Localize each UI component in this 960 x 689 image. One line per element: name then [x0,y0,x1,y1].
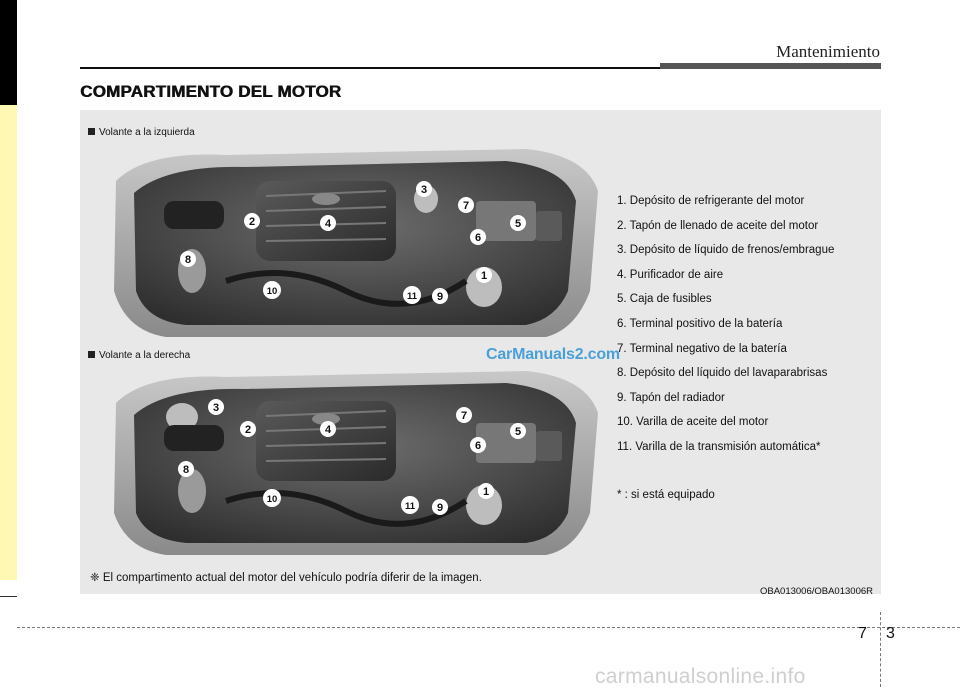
legend-item: 8. Depósito del líquido del lavaparabris… [617,367,828,380]
equipped-footnote: * : si está equipado [617,489,715,501]
legend-item: 7. Terminal negativo de la batería [617,342,787,355]
callout-3: 3 [213,402,219,414]
footer-dash-vertical [880,612,881,687]
legend-item: 11. Varilla de la transmisión automática… [617,440,821,453]
components-legend: 1. Depósito de refrigerante del motor 2.… [617,194,877,465]
callout-6: 6 [475,232,481,244]
callout-9: 9 [437,291,443,303]
callout-8: 8 [183,464,189,476]
legend-item: 5. Caja de fusibles [617,293,712,306]
bullet-square-icon [88,128,95,135]
bullet-square-icon [88,351,95,358]
callout-10: 10 [267,286,278,297]
figure-note: ❈ El compartimento actual del motor del … [90,572,482,584]
view-left-label: Volante a la izquierda [88,127,195,138]
watermark-carmanuals: CarManuals2.com [486,346,620,363]
callout-6: 6 [475,440,481,452]
site-watermark: carmanualsonline.info [595,665,806,688]
legend-item: 9. Tapón del radiador [617,391,725,404]
header-rule-thin [80,67,660,69]
callout-2: 2 [245,424,251,436]
chapter-tab-yellow [0,105,17,580]
side-divider [0,596,17,597]
callout-5: 5 [515,426,521,438]
callout-3: 3 [421,184,427,196]
callout-5: 5 [515,218,521,230]
callout-8: 8 [185,254,191,266]
legend-item: 6. Terminal positivo de la batería [617,317,783,330]
chapter-number: 7 [858,625,867,642]
page-number: 3 [886,625,895,642]
image-code: OBA013006/OBA013006R [759,586,873,597]
chapter-tab-black [0,0,17,105]
header-rule-thick [660,63,881,69]
engine-illustration-lhd: 1 2 3 4 5 6 7 8 9 10 11 [114,149,598,337]
callout-1: 1 [481,270,487,282]
legend-item: 10. Varilla de aceite del motor [617,416,769,429]
callout-10: 10 [267,494,278,505]
legend-item: 4. Purificador de aire [617,268,724,281]
callout-7: 7 [463,200,469,212]
figure-panel: Volante a la izquierda 1 2 3 [80,110,881,597]
callout-7: 7 [461,410,467,422]
chapter-title: Mantenimiento [776,42,880,61]
view-right-label: Volante a la derecha [88,350,190,361]
legend-item: 2. Tapón de llenado de aceite del motor [617,219,819,232]
callout-1: 1 [483,486,489,498]
section-title: COMPARTIMENTO DEL MOTOR [80,82,342,101]
footer-dash-line [17,627,960,628]
callout-4: 4 [325,424,332,436]
legend-item: 1. Depósito de refrigerante del motor [617,195,805,207]
callout-11: 11 [407,291,418,302]
callout-2: 2 [249,216,255,228]
legend-item: 3. Depósito de líquido de frenos/embragu… [617,244,835,257]
engine-illustration-rhd: 1 2 3 4 5 6 7 8 9 10 11 [114,371,598,555]
callout-11: 11 [405,501,416,512]
callout-9: 9 [437,502,443,514]
callout-4: 4 [325,218,332,230]
